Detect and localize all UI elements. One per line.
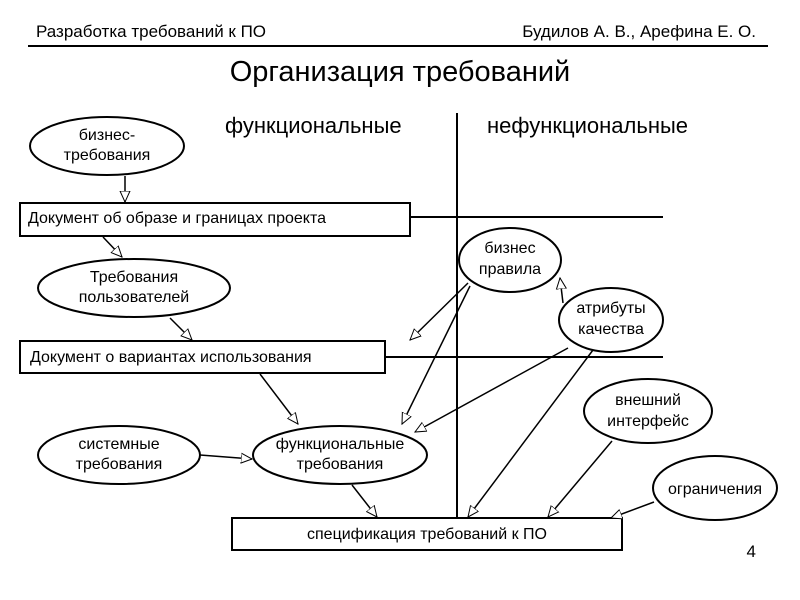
node-business-requirements: бизнес- требования [29,116,185,176]
arrow-quality-to-functional [415,347,569,433]
arrow-user-req-to-use-case [169,317,192,340]
node-user-requirements: Требования пользователей [37,258,231,318]
node-external-interface-line2: интерфейс [607,413,689,430]
slide-title: Организация требований [229,56,571,88]
node-functional-requirements-line2: требования [297,456,384,473]
arrow-constraints-to-srs [611,501,655,518]
node-business-requirements-line2: требования [64,147,151,164]
arrow-use-case-to-functional [259,373,298,424]
node-quality-attributes-line2: качества [578,321,644,338]
functional-column-label: функциональные [225,113,402,138]
node-constraints-label: ограничения [668,481,762,498]
node-srs: спецификация требований к ПО [231,517,623,551]
node-system-requirements: системные требования [37,425,201,485]
node-use-case-document: Документ о вариантах использования [19,340,386,374]
node-srs-label: спецификация требований к ПО [307,526,547,543]
node-system-requirements-line1: системные [78,436,159,453]
node-external-interface-line1: внешний [615,392,681,409]
node-functional-requirements-line1: функциональные [276,436,405,453]
node-constraints: ограничения [652,455,778,521]
header-divider [28,45,768,47]
arrow-functional-to-srs [351,484,377,517]
node-business-rules-line2: правила [479,261,541,278]
arrow-quality-to-srs [468,349,594,517]
authors: Будилов А. В., Арефина Е. О. [522,22,756,41]
node-external-interface: внешний интерфейс [583,378,713,444]
nonfunctional-column-label: нефункциональные [487,113,689,138]
node-business-rules: бизнес правила [458,227,562,293]
node-user-requirements-line2: пользователей [79,289,190,306]
node-functional-requirements: функциональные требования [252,425,428,485]
node-quality-attributes-line1: атрибуты [576,300,645,317]
node-system-requirements-line2: требования [76,456,163,473]
arrow-quality-to-rules [560,278,563,304]
node-business-requirements-line1: бизнес- [79,127,136,144]
node-vision-document: Документ об образе и границах проекта [19,202,411,237]
arrow-vision-to-user-req [102,236,122,257]
node-quality-attributes: атрибуты качества [558,287,664,353]
node-vision-document-label: Документ об образе и границах проекта [28,210,326,227]
arrow-interface-to-srs [548,440,613,517]
course-title: Разработка требований к ПО [36,22,267,41]
page-number: 4 [746,542,756,561]
arrow-system-to-functional [199,455,252,459]
arrow-rules-to-use-case [410,282,469,340]
node-business-rules-line1: бизнес [484,240,535,257]
arrow-rules-to-functional [401,285,471,424]
node-user-requirements-line1: Требования [90,269,178,286]
node-use-case-document-label: Документ о вариантах использования [30,349,312,366]
